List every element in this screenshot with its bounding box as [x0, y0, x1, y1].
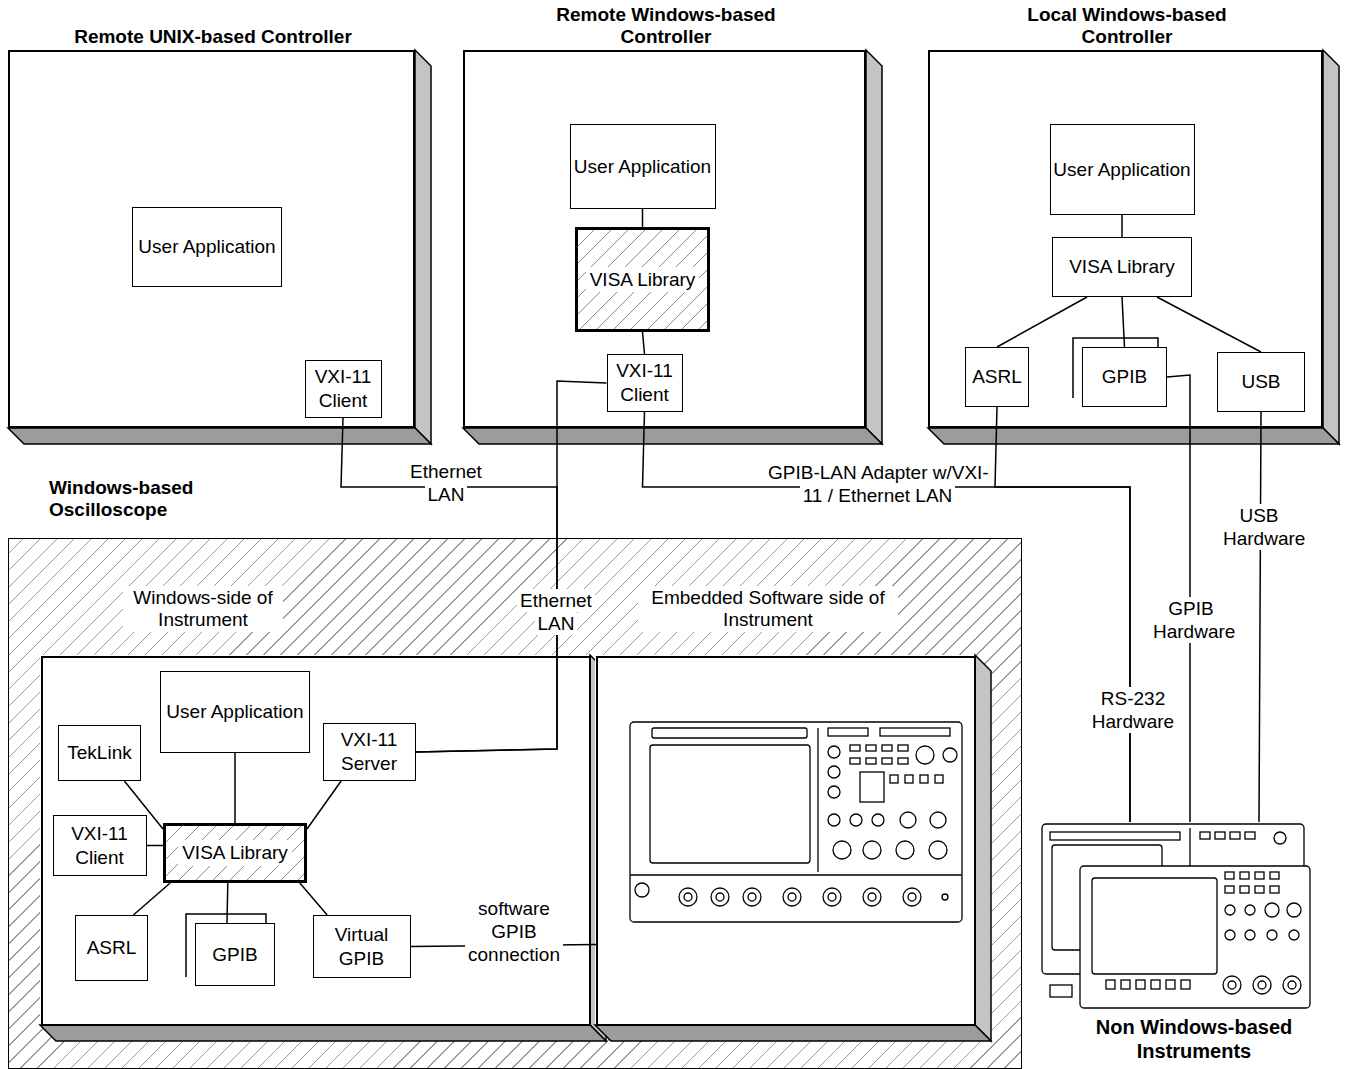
box-label: VXI-11 Client: [608, 359, 682, 407]
connection-label: Ethernet LAN: [405, 461, 487, 507]
connector-line: [411, 945, 597, 947]
component-box: User Application: [132, 207, 282, 287]
component-box: ASRL: [965, 347, 1029, 407]
connection-label: GPIB Hardware: [1150, 598, 1232, 644]
box-label: VXI-11 Client: [306, 365, 381, 413]
connector-line: [147, 845, 164, 847]
connection-label: software GPIB connection: [458, 898, 570, 966]
oscilloscope-drawing: [630, 722, 962, 922]
instrument-group: Non Windows-based Instruments: [1038, 822, 1312, 1065]
connection-label-text: USB Hardware: [1220, 504, 1308, 550]
connector-line: [416, 381, 607, 752]
box-label: User Application: [574, 155, 711, 179]
connector-line: [307, 781, 341, 829]
stacked-gpib-box: GPIB: [1082, 347, 1167, 407]
component-box: User Application: [1050, 124, 1195, 215]
controller-box: Local Windows-based ControllerUser Appli…: [928, 50, 1323, 428]
box-heading: Windows-side of Instrument: [123, 586, 283, 632]
connection-label-text: software GPIB connection: [465, 897, 563, 966]
box-label: User Application: [138, 235, 275, 259]
box-label: VISA Library: [586, 267, 700, 293]
connector-line: [997, 297, 1087, 347]
connector-line: [1259, 412, 1261, 822]
connector-line: [1122, 297, 1125, 347]
connector-line: [1167, 375, 1190, 822]
box-label: ASRL: [87, 936, 137, 960]
visa-library-box: VISA Library: [163, 823, 307, 883]
box-label: VISA Library: [178, 840, 292, 866]
connector-line: [1121, 215, 1123, 237]
component-box: TekLink: [58, 725, 141, 781]
non-windows-instruments-drawing: [1042, 824, 1310, 1008]
connector-line: [226, 883, 228, 923]
connection-label: Ethernet LAN: [515, 590, 597, 636]
connector-line: [642, 209, 644, 227]
connection-label-text: Ethernet LAN: [407, 460, 485, 506]
box-label: VXI-11 Client: [54, 822, 146, 870]
box-label: VISA Library: [1069, 255, 1175, 279]
box-heading: Remote UNIX-based Controller: [73, 26, 353, 48]
box-label: GPIB: [212, 943, 257, 967]
box-heading: Remote Windows-based Controller: [526, 4, 806, 48]
connector-line: [1157, 297, 1261, 352]
box-label: Virtual GPIB: [314, 923, 410, 971]
component-box: Virtual GPIB: [313, 915, 411, 978]
component-box: ASRL: [75, 915, 148, 981]
box-label: USB: [1241, 370, 1280, 394]
visa-library-box: VISA Library: [575, 227, 710, 332]
connection-label-text: Ethernet LAN: [517, 589, 595, 635]
component-box: VXI-11 Client: [607, 354, 683, 412]
box-label: User Application: [166, 700, 303, 724]
connector-line: [643, 332, 645, 354]
connector-line: [234, 753, 236, 823]
box-label: TekLink: [67, 741, 131, 765]
connection-label-text: GPIB-LAN Adapter w/VXI-11 / Ethernet LAN: [765, 461, 992, 507]
oscilloscope-region: Windows-based OscilloscopeWindows-side o…: [8, 538, 1022, 1069]
component-box: VXI-11 Client: [305, 360, 382, 418]
stacked-gpib-box: GPIB: [195, 923, 275, 986]
connection-label: USB Hardware: [1220, 505, 1298, 551]
connection-label-text: RS-232 Hardware: [1089, 687, 1177, 733]
box-label: ASRL: [972, 365, 1022, 389]
component-box: VXI-11 Server: [323, 723, 416, 781]
component-box: User Application: [160, 671, 310, 753]
connector-line: [133, 883, 170, 915]
box-label: GPIB: [1102, 365, 1147, 389]
controller-box: Windows-side of InstrumentUser Applicati…: [41, 656, 591, 1026]
component-box: VISA Library: [1052, 237, 1192, 297]
connection-label-text: GPIB Hardware: [1150, 597, 1238, 643]
box-heading: Local Windows-based Controller: [987, 4, 1267, 48]
box-heading: Windows-based Oscilloscope: [49, 477, 259, 521]
box-label: User Application: [1053, 158, 1190, 182]
controller-box: Embedded Software side of Instrument: [596, 656, 976, 1026]
connection-label: RS-232 Hardware: [1088, 688, 1178, 734]
box-heading: Embedded Software side of Instrument: [638, 586, 898, 632]
component-box: User Application: [570, 124, 716, 209]
component-box: USB: [1217, 352, 1305, 412]
component-box: VXI-11 Client: [53, 815, 147, 876]
connection-label: GPIB-LAN Adapter w/VXI-11 / Ethernet LAN: [765, 462, 990, 508]
connector-line: [300, 883, 327, 915]
connector-line: [995, 407, 1130, 822]
box-label: VXI-11 Server: [324, 728, 415, 776]
connector-line: [341, 418, 557, 752]
instrument-caption: Non Windows-based Instruments: [1078, 1015, 1310, 1063]
controller-box: Remote Windows-based ControllerUser Appl…: [463, 50, 866, 428]
controller-box: Remote UNIX-based ControllerUser Applica…: [8, 50, 415, 428]
